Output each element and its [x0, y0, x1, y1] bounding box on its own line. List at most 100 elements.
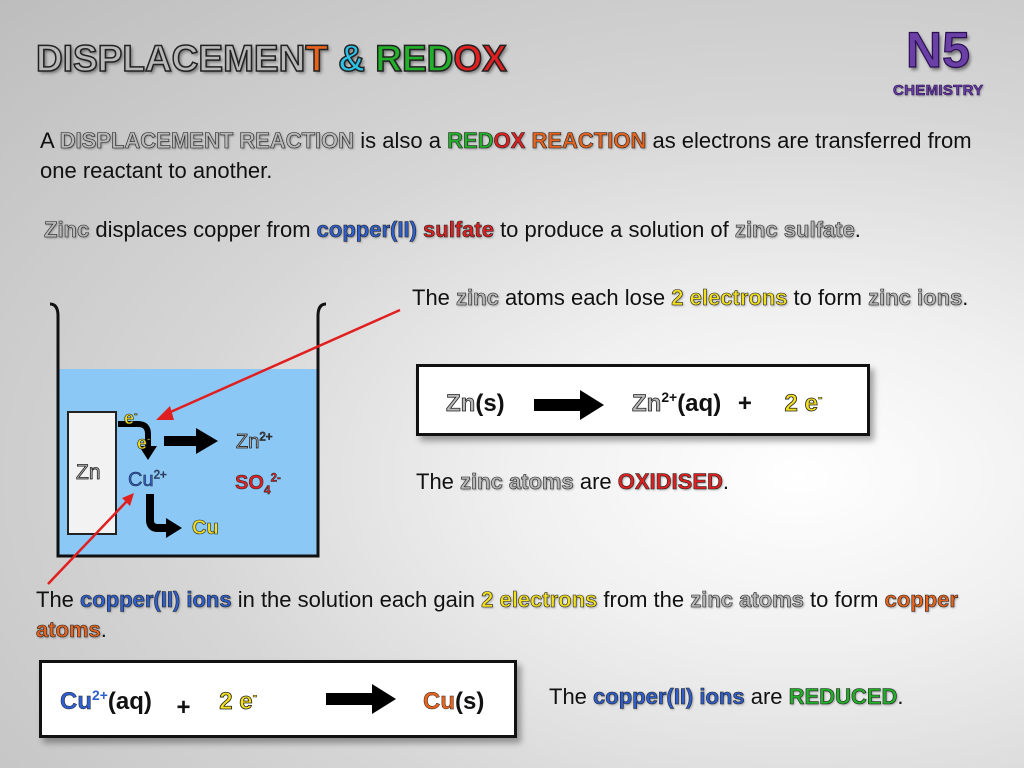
copper-note-text-4: to form [803, 587, 885, 612]
zinc-strip-label: Zn [76, 461, 101, 484]
keyword-zinc-ions: zinc ions [868, 285, 963, 311]
eq2-cu2: Cu [60, 688, 93, 715]
reduced-text-1: The [549, 684, 594, 709]
keyword-zinc-atoms: zinc atoms [690, 587, 804, 613]
chemistry-logo-text: CHEMISTRY [893, 82, 984, 100]
zinc-ion-arrow-icon [164, 428, 218, 454]
eq2-electrons: 2 e [219, 688, 253, 715]
zinc-atoms-note: The zinc atoms each lose 2 electrons to … [412, 283, 972, 313]
electron-1-charge: - [134, 409, 138, 420]
copper-note-text-5: . [100, 617, 107, 642]
reduced-text-2: are [744, 684, 789, 709]
eq1-zn2-charge: 2+ [661, 389, 678, 405]
zinc-ion-label: Zn2+ [236, 430, 273, 453]
eq1-state-aq: (aq) [677, 390, 722, 417]
zinc-note-text-1: The [412, 285, 457, 310]
electron-label-2: e- [137, 433, 151, 453]
keyword-reduced: REDUCED [788, 684, 898, 710]
title-part-displacement: DISPLACEMEN [35, 38, 306, 79]
eq2-plus: + [176, 694, 191, 721]
electron-arrow-head [139, 446, 157, 460]
zinc-pointer-head [156, 406, 174, 420]
keyword-zinc-atoms: zinc atoms [460, 469, 574, 495]
copper-note-text-2: in the solution each gain [231, 587, 482, 612]
electron-2: e [137, 433, 148, 453]
eq2-cu: Cu [423, 688, 456, 715]
keyword-ox: OX [493, 128, 526, 154]
oxidised-text-2: are [573, 469, 618, 494]
n5-logo: N5 [905, 22, 970, 78]
sulfate-ion-label: SO42- [235, 471, 281, 496]
keyword-copper-atoms: copper atoms [36, 587, 959, 643]
eq1-products: Zn2+(aq) + 2 e- [632, 389, 823, 417]
eq2-electron-charge: - [252, 687, 258, 703]
copper-deposit-arrow [146, 494, 168, 532]
sulfate-charge: 2- [270, 471, 281, 485]
eq1-plus: + [737, 390, 752, 417]
reduced-text-3: . [897, 684, 904, 709]
oxidation-equation-box [416, 364, 870, 436]
title-part-red: RED [374, 38, 454, 79]
oxidised-text-3: . [722, 469, 730, 494]
intro-paragraph: A DISPLACEMENT REACTION is also a REDOX … [40, 126, 980, 186]
oxidised-statement: The zinc atoms are OXIDISED. [416, 467, 916, 497]
keyword-red: RED [447, 128, 494, 154]
zinc-strip [67, 411, 117, 535]
eq2-arrow-icon [326, 684, 396, 714]
copper-ion-charge: 2+ [153, 468, 167, 482]
keyword-2-electrons: 2 electrons [481, 587, 598, 613]
intro-text-2: is also a [354, 128, 448, 153]
keyword-copper-ii-ions: copper(II) ions [80, 587, 232, 613]
oxidised-text-1: The [416, 469, 461, 494]
zinc-line-text-3: . [854, 217, 861, 242]
zinc-note-text-2: atoms each lose [498, 285, 672, 310]
keyword-oxidised: OXIDISED [617, 469, 723, 495]
zinc-note-text-3: to form [787, 285, 869, 310]
zinc-ion-symbol: Zn [236, 431, 260, 453]
intro-text-3: as electrons are transferred from one re… [40, 128, 972, 183]
eq1-zn2: Zn [632, 390, 662, 417]
zinc-line-text-2: to produce a solution of [493, 217, 735, 242]
reduction-equation-box [39, 660, 517, 738]
copper-pointer-line [47, 499, 129, 585]
copper-ion-symbol: Cu [128, 469, 154, 491]
eq1-electrons: 2 e [784, 390, 818, 417]
eq2-products: Cu(s) [423, 688, 485, 715]
copper-note-text-3: from the [597, 587, 691, 612]
copper-pointer-head [122, 493, 134, 506]
copper-ions-note: The copper(II) ions in the solution each… [36, 585, 986, 645]
zinc-displaces-paragraph: Zinc displaces copper from copper(II) su… [44, 215, 944, 245]
reduced-statement: The copper(II) ions are REDUCED. [549, 682, 1009, 712]
keyword-reaction: REACTION [531, 128, 647, 154]
keyword-2-electrons: 2 electrons [671, 285, 788, 311]
eq1-zn-s: Zn(s) [446, 390, 505, 417]
keyword-zinc-sulfate: zinc sulfate [734, 217, 855, 243]
eq1-electron-charge: - [817, 389, 823, 405]
slide-title: DISPLACEMENT & REDOX [35, 38, 508, 79]
copper-note-text-1: The [36, 587, 81, 612]
eq1-zn: Zn [446, 390, 476, 417]
title-ampersand: & [337, 38, 365, 79]
electron-1: e [124, 408, 135, 428]
eq2-state-aq: (aq) [107, 688, 152, 715]
eq1-state-s: (s) [475, 390, 505, 417]
title-part-ox: OX [453, 38, 508, 79]
keyword-sulfate: sulfate [423, 217, 495, 243]
eq2-reactants: Cu2+(aq) + 2 e- [60, 687, 258, 720]
keyword-copper-ii: copper(II) [316, 217, 417, 243]
title-part-t: T [305, 38, 329, 79]
electron-transfer-arrow [118, 421, 151, 448]
keyword-zinc: Zinc [44, 217, 90, 243]
keyword-zinc: zinc [456, 285, 499, 311]
electron-2-charge: - [147, 434, 151, 445]
zinc-pointer-line [165, 308, 401, 416]
copper-ion-label: Cu2+ [128, 468, 167, 491]
zinc-line-text-1: displaces copper from [89, 217, 317, 242]
keyword-displacement-reaction: DISPLACEMENT REACTION [59, 128, 355, 154]
intro-text-1: A [40, 128, 60, 153]
eq2-cu2-charge: 2+ [92, 687, 108, 703]
copper-arrow-head [166, 518, 182, 538]
zinc-ion-charge: 2+ [259, 430, 273, 444]
beaker-outline [49, 302, 327, 558]
sulfate-symbol: SO [235, 472, 264, 494]
